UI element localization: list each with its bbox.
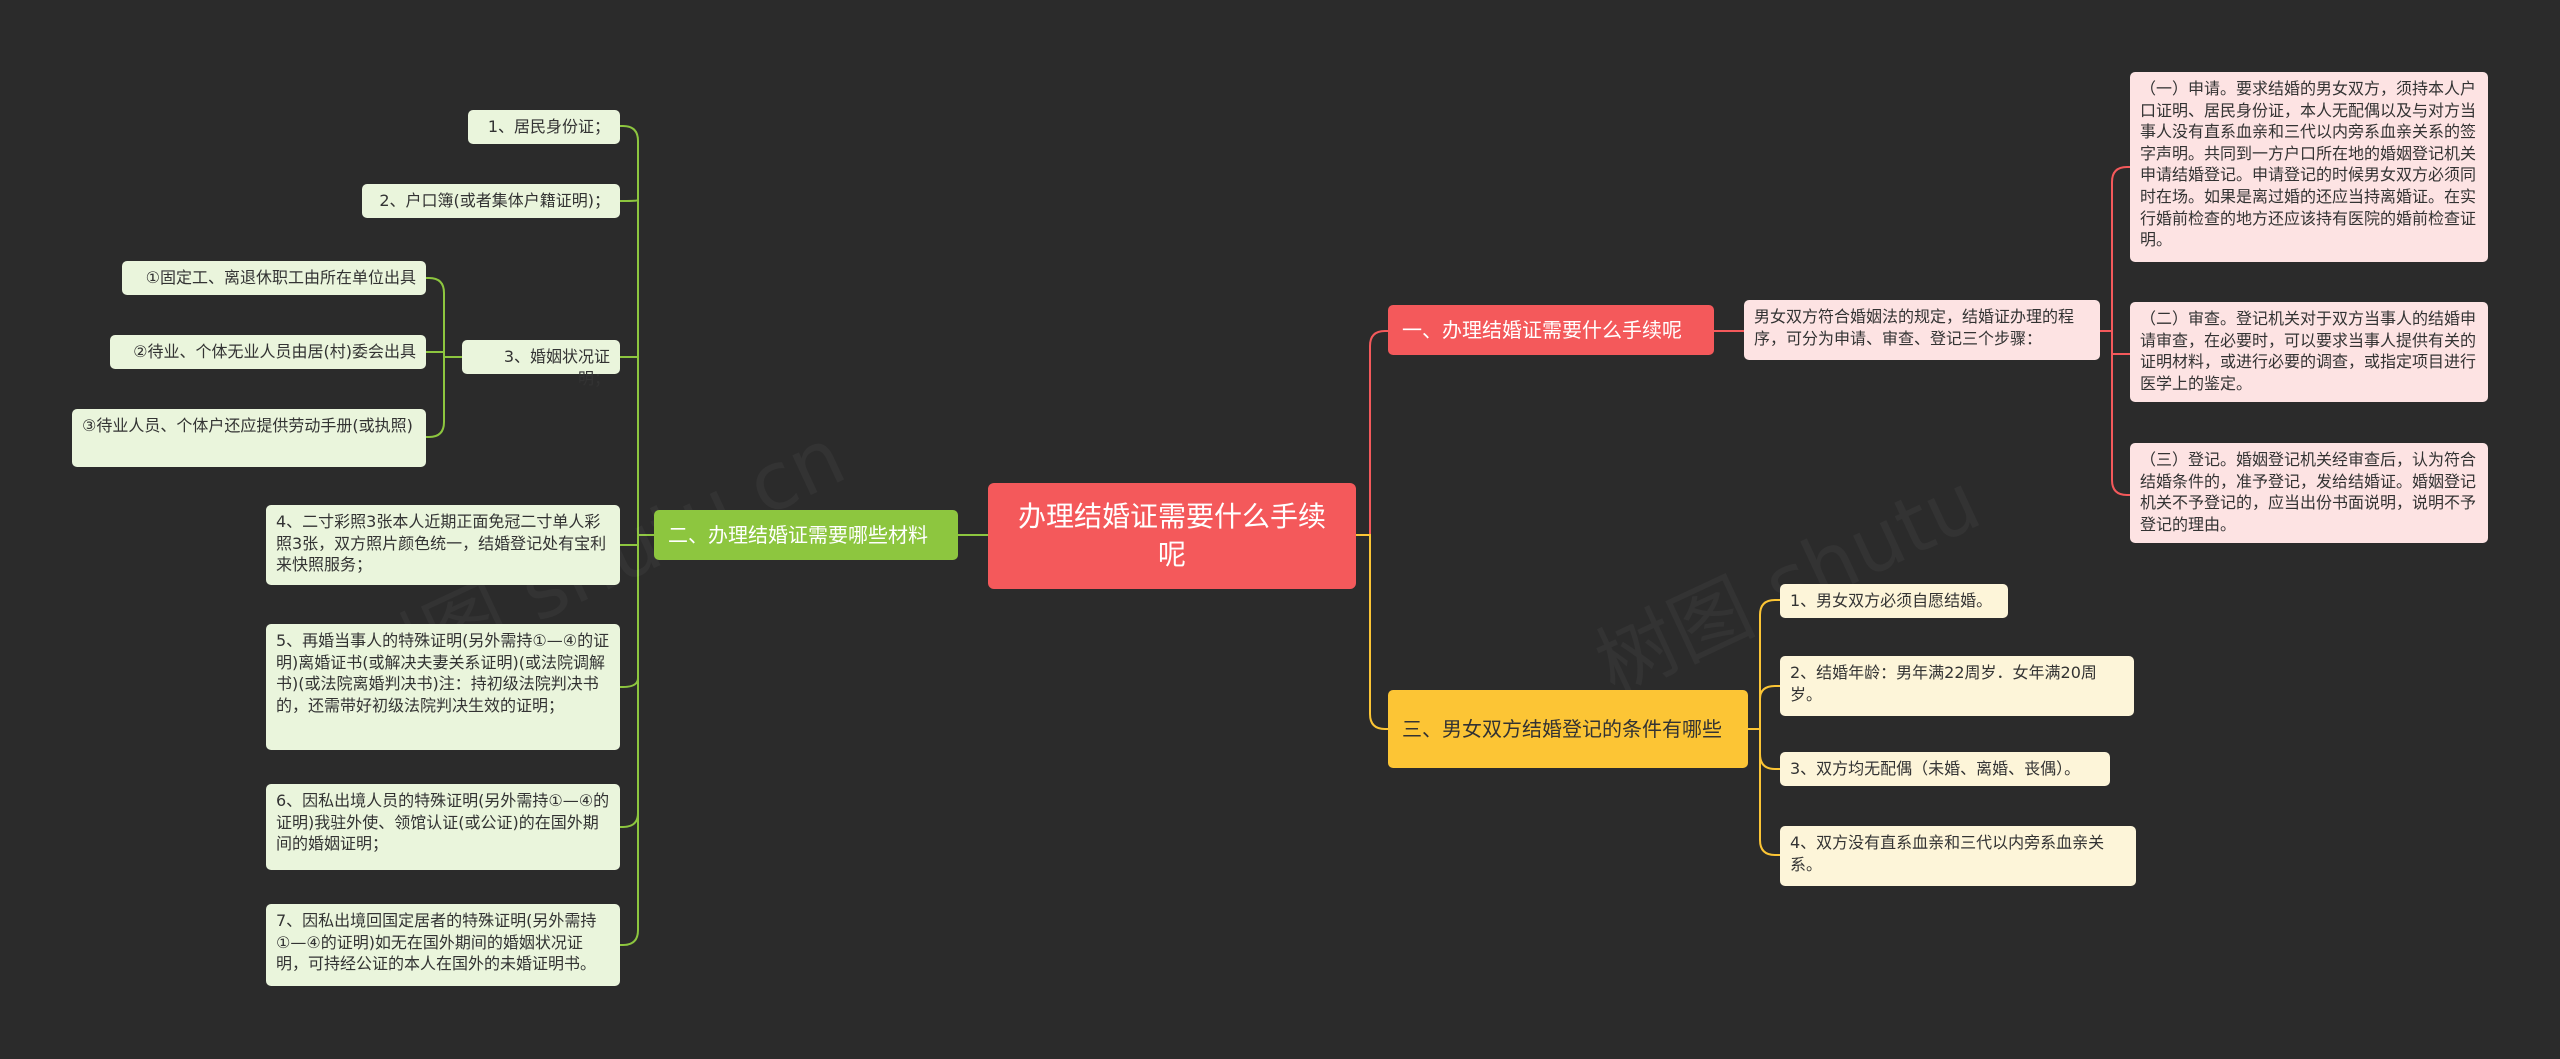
line-item3-sub3 <box>426 357 445 438</box>
line-branch2-item5 <box>620 535 639 688</box>
root-topic[interactable]: 办理结婚证需要什么手续呢 <box>988 483 1356 589</box>
branch-2-topic[interactable]: 二、办理结婚证需要哪些材料 <box>654 510 958 560</box>
branch-2-item-3-sub-1[interactable]: ①固定工、离退休职工由所在单位出具 <box>122 261 426 295</box>
branch-2-item-5[interactable]: 5、再婚当事人的特殊证明(另外需持①—④的证明)离婚证书(或解决夫妻关系证明)(… <box>266 624 620 750</box>
branch-1-step-3[interactable]: （三）登记。婚姻登记机关经审查后，认为符合结婚条件的，准予登记，发给结婚证。婚姻… <box>2130 443 2488 543</box>
branch-1-step-1[interactable]: （一）申请。要求结婚的男女双方，须持本人户口证明、居民身份证，本人无配偶以及与对… <box>2130 72 2488 262</box>
line-branch2-item2 <box>620 199 639 202</box>
branch-2-item-7[interactable]: 7、因私出境回国定居者的特殊证明(另外需持①—④的证明)如无在国外期间的婚姻状况… <box>266 904 620 986</box>
branch-1-topic[interactable]: 一、办理结婚证需要什么手续呢 <box>1388 305 1714 355</box>
line-root-branch3 <box>1356 534 1388 730</box>
line-summary-step3 <box>2100 330 2130 496</box>
line-summary-step2 <box>2100 330 2130 356</box>
branch-3-topic[interactable]: 三、男女双方结婚登记的条件有哪些 <box>1388 690 1748 768</box>
branch-1-summary[interactable]: 男女双方符合婚姻法的规定，结婚证办理的程序，可分为申请、审查、登记三个步骤： <box>1744 300 2100 360</box>
branch-2-item-1[interactable]: 1、居民身份证； <box>468 110 620 144</box>
branch-3-item-1[interactable]: 1、男女双方必须自愿结婚。 <box>1780 584 2008 618</box>
branch-2-item-3-sub-2[interactable]: ②待业、个体无业人员由居(村)委会出具 <box>110 335 426 369</box>
line-branch3-item3 <box>1748 728 1780 770</box>
branch-2-item-4[interactable]: 4、二寸彩照3张本人近期正面免冠二寸单人彩照3张，双方照片颜色统一，结婚登记处有… <box>266 505 620 585</box>
line-summary-step1 <box>2100 166 2130 332</box>
line-branch2-item7 <box>620 535 639 946</box>
line-root-branch1 <box>1356 330 1388 536</box>
branch-3-item-4[interactable]: 4、双方没有直系血亲和三代以内旁系血亲关系。 <box>1780 826 2136 886</box>
line-branch3-item2 <box>1748 685 1780 730</box>
branch-1-step-2[interactable]: （二）审查。登记机关对于双方当事人的结婚申请审查，在必要时，可以要求当事人提供有… <box>2130 302 2488 402</box>
branch-2-item-3[interactable]: 3、婚姻状况证明； <box>462 340 620 388</box>
branch-3-item-2[interactable]: 2、结婚年龄：男年满22周岁．女年满20周岁。 <box>1780 656 2134 716</box>
branch-2-item-3-sub-3[interactable]: ③待业人员、个体户还应提供劳动手册(或执照) <box>72 409 426 467</box>
line-branch2-item1 <box>620 125 639 535</box>
branch-2-item-2[interactable]: 2、户口簿(或者集体户籍证明)； <box>362 184 620 218</box>
line-branch3-item1 <box>1748 599 1780 730</box>
line-branch2-item6 <box>620 812 639 828</box>
branch-3-item-3[interactable]: 3、双方均无配偶（未婚、离婚、丧偶）。 <box>1780 752 2110 786</box>
line-item3-sub1 <box>426 277 445 357</box>
branch-2-item-6[interactable]: 6、因私出境人员的特殊证明(另外需持①—④的证明)我驻外使、领馆认证(或公证)的… <box>266 784 620 870</box>
line-branch3-item4 <box>1748 728 1780 856</box>
